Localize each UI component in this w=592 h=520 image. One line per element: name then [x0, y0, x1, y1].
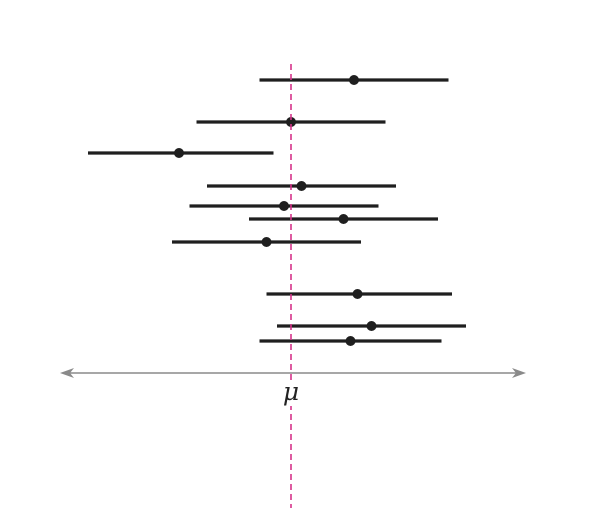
intervals-group	[88, 75, 466, 346]
interval-5-estimate-point	[279, 201, 289, 211]
mean-label-background	[281, 380, 301, 406]
interval-8-estimate-point	[352, 289, 363, 299]
number-line-axis	[60, 368, 526, 378]
interval-9-estimate-point	[366, 321, 377, 331]
interval-3-estimate-point	[174, 148, 184, 158]
axis-arrow-right-icon	[512, 368, 526, 378]
mean-symbol-label: μ	[283, 377, 299, 406]
interval-2-estimate-point	[286, 117, 296, 127]
interval-4-estimate-point	[296, 181, 307, 191]
interval-6-estimate-point	[338, 214, 349, 224]
interval-7-estimate-point	[261, 237, 272, 247]
axis-arrow-left-icon	[60, 368, 74, 378]
interval-1-estimate-point	[349, 75, 359, 85]
interval-10-estimate-point	[345, 336, 356, 346]
